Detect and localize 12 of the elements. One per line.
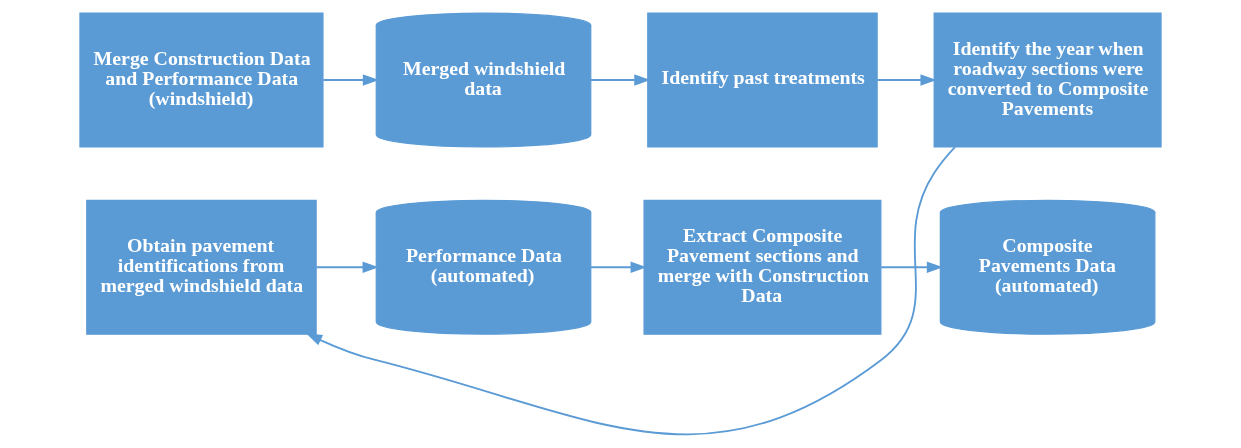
- arrow: [589, 261, 647, 273]
- node-box: Merge Construction Data and Performance Data (windshield): [79, 12, 324, 148]
- node-box: Extract Composite Pavement sections and merge with Construction Data: [643, 199, 882, 335]
- node-box: Identify past treatments: [647, 12, 878, 148]
- arrow: [589, 74, 651, 86]
- arrow: [315, 261, 379, 273]
- node-box: Obtain pavement identifications from merged windshield data: [86, 199, 317, 335]
- arrow: [322, 74, 379, 86]
- arrow: [876, 74, 937, 86]
- arrow: [306, 146, 956, 436]
- arrow: [880, 261, 943, 273]
- node-box: Identify the year when roadway sections were converted to Composite Pavements: [933, 12, 1162, 148]
